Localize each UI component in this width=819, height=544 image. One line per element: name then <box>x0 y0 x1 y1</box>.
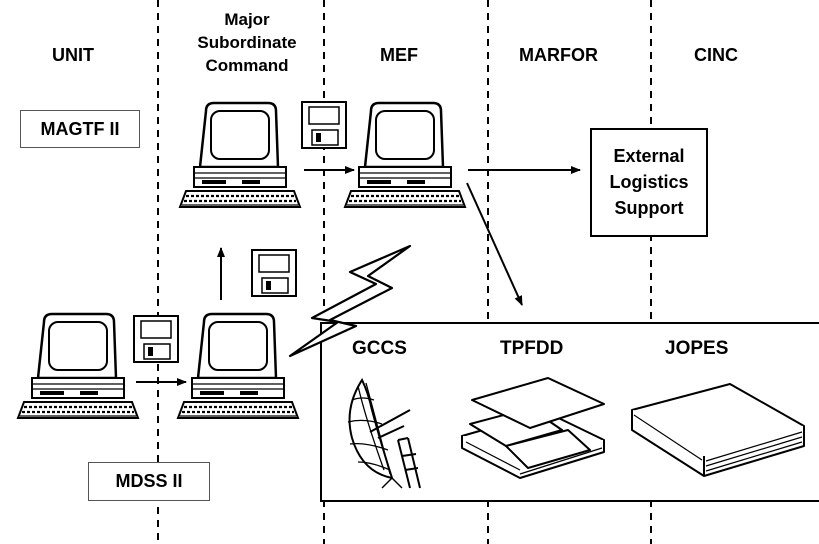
computer-icon <box>176 312 300 420</box>
lightning-link-icon <box>288 244 412 358</box>
computer-icon <box>343 101 467 209</box>
floppy-disk-icon <box>251 249 297 297</box>
column-cinc: CINC <box>694 45 738 65</box>
external-support-label: External Logistics Support <box>592 143 706 221</box>
system-tpfdd-label: TPFDD <box>500 338 564 359</box>
external-support-line-3: Support <box>614 198 684 218</box>
column-major-subordinate-command: Major Subordinate Command <box>187 8 307 77</box>
floppy-disk-icon <box>301 101 347 149</box>
external-support-box <box>590 128 708 237</box>
system-gccs-label: GCCS <box>352 338 407 359</box>
satellite-dish-icon <box>347 377 421 489</box>
column-msc-line-3: Command <box>205 56 289 75</box>
computer-icon <box>178 101 302 209</box>
column-unit: UNIT <box>52 45 94 65</box>
floppy-disk-icon <box>133 315 179 363</box>
computer-icon <box>16 312 140 420</box>
external-support-line-1: External <box>613 146 685 166</box>
column-mef: MEF <box>380 45 418 65</box>
binder-icon <box>631 383 805 477</box>
system-jopes-label: JOPES <box>665 338 729 359</box>
flow-arrows <box>136 166 581 386</box>
column-marfor: MARFOR <box>519 45 598 65</box>
printout-stack-icon <box>461 377 605 479</box>
column-msc-line-2: Subordinate <box>197 33 297 52</box>
magtf-label: MAGTF II <box>20 110 140 148</box>
external-support-line-2: Logistics <box>609 172 689 192</box>
column-msc-line-1: Major <box>224 10 270 29</box>
mdss-label: MDSS II <box>88 462 210 501</box>
